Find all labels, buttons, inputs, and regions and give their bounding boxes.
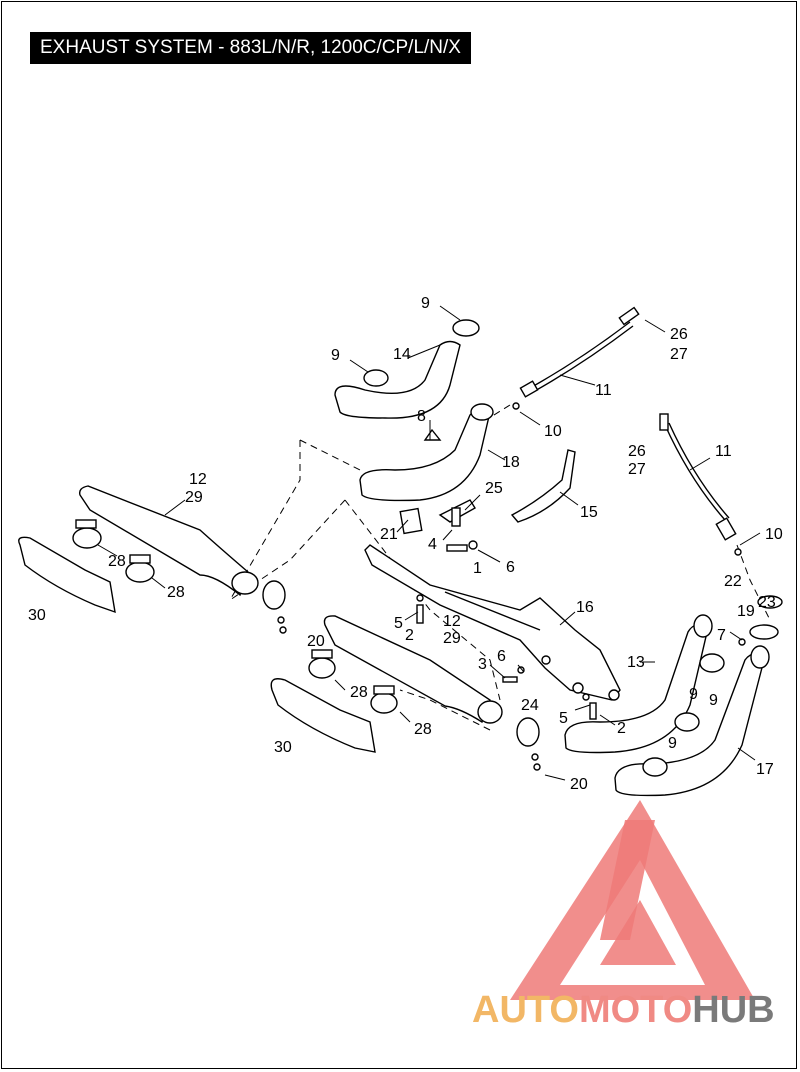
clamp-upper-1 (72, 519, 102, 549)
oxygen-sensor-upper (512, 306, 640, 410)
muffler-upper (78, 485, 259, 597)
front-header-pipe-18 (359, 403, 494, 502)
callout: 18 (502, 454, 520, 471)
callout: 17 (756, 761, 774, 778)
front-header-pipe-upper (334, 319, 480, 419)
clamp-upper-2 (125, 554, 155, 583)
callout: 28 (350, 684, 368, 701)
callout: 8 (417, 408, 426, 425)
oxygen-sensor-right (659, 413, 742, 556)
callout: 27 (628, 461, 646, 478)
callout: 9 (421, 295, 430, 312)
callout: 12 (189, 471, 207, 488)
callout: 27 (670, 346, 688, 363)
callout: 2 (405, 627, 414, 644)
watermark-moto: MOTO (579, 989, 692, 1031)
heat-shield-bracket-15 (510, 449, 576, 523)
muffler-tip-lower (270, 678, 376, 753)
callout: 5 (559, 710, 568, 727)
callout-labels: 9 26 27 9 14 11 10 8 18 26 27 11 12 29 2… (28, 295, 783, 793)
watermark-text: AUTOMOTOHUB (472, 989, 775, 1031)
callout: 7 (717, 627, 726, 644)
callout: 28 (108, 553, 126, 570)
callout: 30 (274, 739, 292, 756)
callout: 9 (709, 692, 718, 709)
rear-header-pipe-13 (564, 614, 713, 754)
callout: 28 (167, 584, 185, 601)
clamp-lower-1 (308, 649, 336, 679)
callout: 9 (668, 735, 677, 752)
callout: 10 (765, 526, 783, 543)
clamp-lower-2 (370, 685, 398, 714)
callout: 4 (428, 536, 437, 553)
callout: 2 (617, 720, 626, 737)
diagram-title: EXHAUST SYSTEM - 883L/N/R, 1200C/CP/L/N/… (30, 32, 471, 64)
callout: 20 (307, 633, 325, 650)
callout: 20 (570, 776, 588, 793)
callout: 21 (380, 526, 398, 543)
mounting-bracket-16 (364, 544, 621, 701)
callout: 13 (627, 654, 645, 671)
callout: 19 (737, 603, 755, 620)
callout: 14 (393, 346, 411, 363)
callout: 15 (580, 504, 598, 521)
callout: 23 (758, 594, 776, 611)
gasket-rings (738, 595, 783, 646)
callout: 29 (185, 489, 203, 506)
muffler-lower (323, 615, 503, 724)
clamp-rear-1 (699, 653, 725, 673)
callout: 22 (724, 573, 742, 590)
callout: 9 (331, 347, 340, 364)
callout: 30 (28, 607, 46, 624)
leader-lines (97, 305, 761, 781)
callout: 6 (506, 559, 515, 576)
callout: 3 (478, 656, 487, 673)
watermark-auto: AUTO (472, 989, 579, 1031)
muffler-tip-upper (18, 536, 116, 614)
callout: 29 (443, 630, 461, 647)
callout: 28 (414, 721, 432, 738)
callout: 16 (576, 599, 594, 616)
clamp-rear-3 (642, 757, 668, 777)
callout: 11 (595, 382, 612, 399)
callout: 10 (544, 423, 562, 440)
clamp-rear-2 (674, 712, 700, 732)
callout: 24 (521, 697, 539, 714)
callout: 25 (485, 480, 503, 497)
callout: 6 (497, 648, 506, 665)
callout: 1 (473, 560, 482, 577)
callout: 5 (394, 615, 403, 632)
watermark-logo (510, 800, 755, 1000)
clamp-24-lower (516, 717, 541, 771)
callout: 26 (628, 443, 646, 460)
callout: 11 (715, 443, 732, 460)
callout: 12 (443, 613, 461, 630)
hardware-parts (399, 499, 597, 720)
watermark-hub: HUB (692, 989, 774, 1031)
clamp-20-upper (262, 580, 287, 634)
callout: 9 (689, 686, 698, 703)
callout: 26 (670, 326, 688, 343)
